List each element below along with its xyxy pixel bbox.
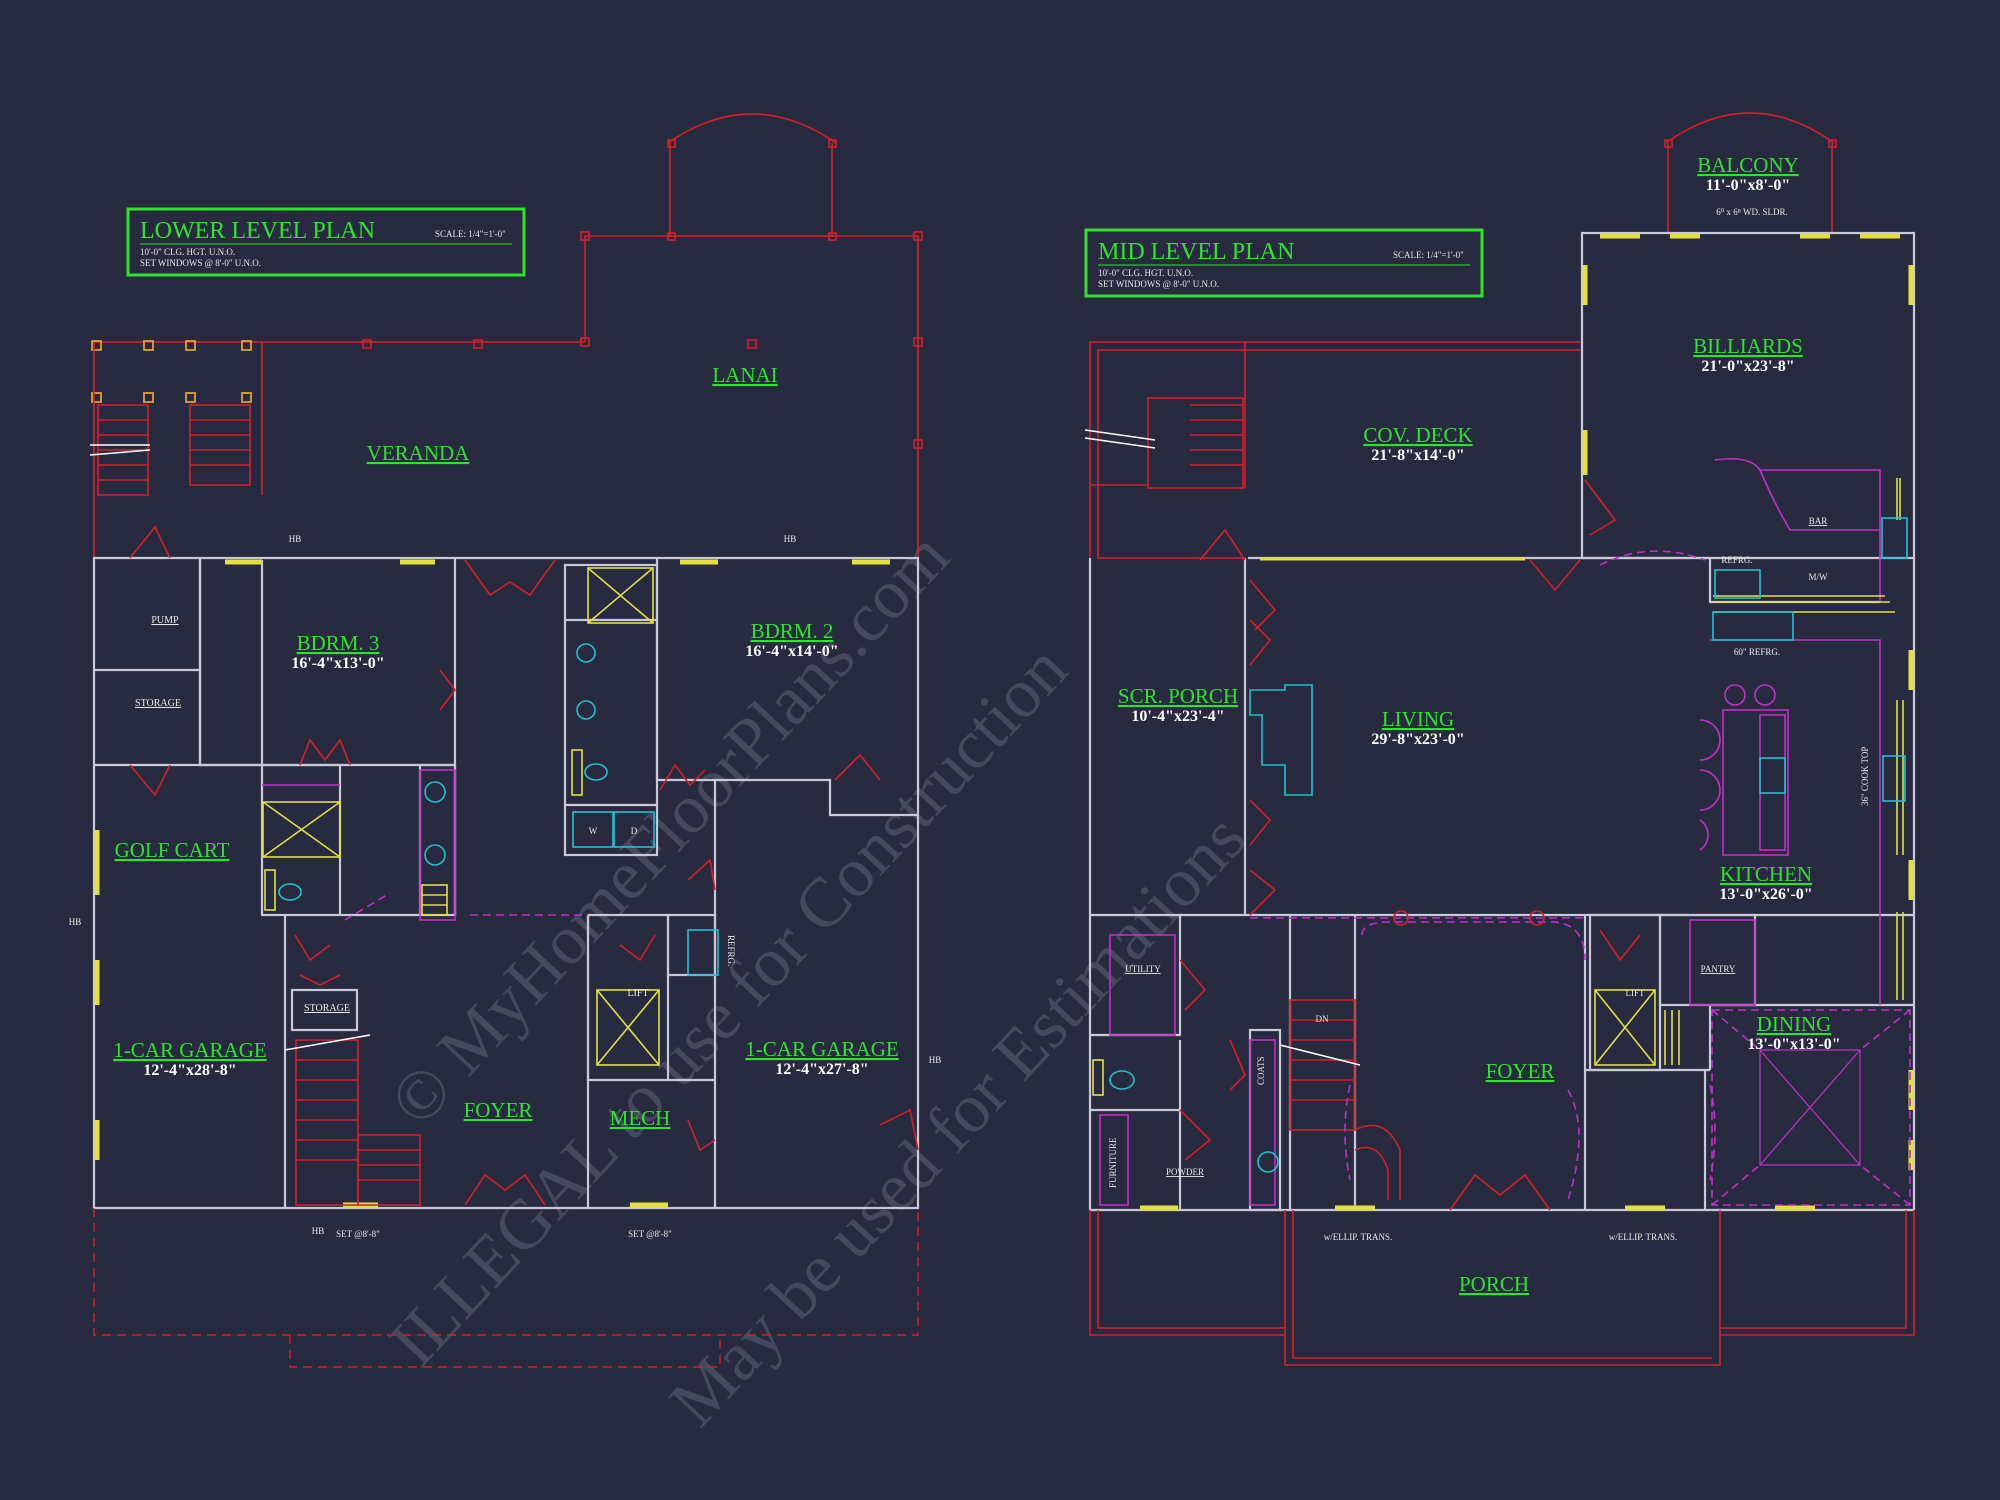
room-bdrm2-dimensions: 16'-4"x14'-0" [745,643,838,660]
label-pantry: PANTRY [1701,964,1736,974]
room-billiards: BILLIARDS [1693,334,1803,358]
room-bdrm3-dimensions: 16'-4"x13'-0" [291,655,384,672]
room-scr-porch-dimensions: 10'-4"x23'-4" [1131,708,1224,725]
mid-title-block: MID LEVEL PLAN SCALE: 1/4"=1'-0" 10'-0" … [1084,228,1484,298]
mid-note-ceiling: 10'-0" CLG. HGT. U.N.O. [1098,268,1193,278]
room-kitchen-dimensions: 13'-0"x26'-0" [1719,886,1812,903]
room-living-dimensions: 29'-8"x23'-0" [1371,731,1464,748]
room-kitchen: KITCHEN [1720,862,1812,886]
label-utility: UTILITY [1125,964,1161,974]
lower-title-frame [126,207,526,277]
label-ellip-trans-2: w/ELLIP. TRANS. [1609,1232,1678,1242]
label-microwave: M/W [1809,572,1829,582]
room-balcony-dimensions: 11'-0"x8'-0" [1706,177,1790,194]
label-hose-bib-1: HB [289,534,302,544]
lower-level-plan: LOWER LEVEL PLAN SCALE: 1/4"=1'-0" 10'-0… [69,113,942,1368]
room-bdrm3: BDRM. 3 [297,631,380,655]
lower-scale: SCALE: 1/4"=1'-0" [435,229,506,239]
room-bdrm2: BDRM. 2 [751,619,834,643]
label-hose-bib-3: HB [69,917,82,927]
room-porch: PORCH [1459,1272,1529,1296]
label-refrg-lower: REFRG. [726,935,736,966]
mid-title-frame [1084,228,1484,298]
room-living: LIVING [1382,707,1454,731]
lower-note-windows: SET WINDOWS @ 8'-0" U.N.O. [140,258,261,268]
label-refrg-mid: REFRG. [1721,555,1752,565]
room-scr-porch: SCR. PORCH [1118,684,1238,708]
mid-scale: SCALE: 1/4"=1'-0" [1393,250,1464,260]
label-washer: W [589,826,598,836]
label-set-height-1: SET @8'-8" [336,1229,380,1239]
room-cov-deck: COV. DECK [1363,423,1472,447]
label-coats: COATS [1256,1056,1266,1085]
label-down-stair: DN [1316,1014,1329,1024]
room-garage-right-dimensions: 12'-4"x27'-8" [775,1061,868,1078]
mid-bay-arc [1665,112,1835,144]
label-powder: POWDER [1166,1167,1204,1177]
room-cov-deck-dimensions: 21'-8"x14'-0" [1371,447,1464,464]
label-cook-top: 36" COOK TOP [1860,747,1870,806]
mid-note-windows: SET WINDOWS @ 8'-0" U.N.O. [1098,279,1219,289]
label-hose-bib-2: HB [784,534,797,544]
label-slider-door: 6⁰ x 6⁸ WD. SLDR. [1716,207,1788,217]
room-mech: MECH [610,1106,671,1130]
room-foyer-lower: FOYER [464,1098,533,1122]
room-foyer-mid: FOYER [1486,1059,1555,1083]
label-lift-lower: LIFT [627,988,648,999]
lower-bay-arc [667,113,837,144]
watermark-line-3: May be used for Estimations [655,800,1260,1441]
room-garage-right: 1-CAR GARAGE [745,1037,898,1061]
label-lift-mid: LIFT [1626,988,1646,998]
room-veranda: VERANDA [367,441,470,465]
room-dining-dimensions: 13'-0"x13'-0" [1747,1036,1840,1053]
label-storage: STORAGE [135,698,181,709]
label-set-height-2: SET @8'-8" [628,1229,672,1239]
label-pump: PUMP [151,615,179,626]
mid-level-plan: MID LEVEL PLAN SCALE: 1/4"=1'-0" 10'-0" … [1084,112,1916,1366]
room-garage-left: 1-CAR GARAGE [113,1038,266,1062]
label-hose-bib-5: HB [312,1226,325,1236]
label-storage-stair: STORAGE [304,1003,350,1014]
lower-plan-title: LOWER LEVEL PLAN [140,218,375,244]
lower-note-ceiling: 10'-0" CLG. HGT. U.N.O. [140,247,235,257]
room-garage-left-dimensions: 12'-4"x28'-8" [143,1062,236,1079]
label-furniture: FURNITURE [1108,1137,1118,1188]
room-golf-cart: GOLF CART [115,838,230,862]
label-dryer: D [631,826,638,836]
label-60-refrg: 60" REFRG. [1734,647,1780,657]
room-billiards-dimensions: 21'-0"x23'-8" [1701,358,1794,375]
label-hose-bib-4: HB [929,1055,942,1065]
room-lanai: LANAI [712,363,777,387]
label-ellip-trans-1: w/ELLIP. TRANS. [1324,1232,1393,1242]
mid-plan-title: MID LEVEL PLAN [1098,239,1294,265]
room-balcony: BALCONY [1697,153,1799,177]
lower-title-block: LOWER LEVEL PLAN SCALE: 1/4"=1'-0" 10'-0… [126,207,526,277]
label-bar: BAR [1809,516,1828,526]
room-dining: DINING [1757,1012,1832,1036]
